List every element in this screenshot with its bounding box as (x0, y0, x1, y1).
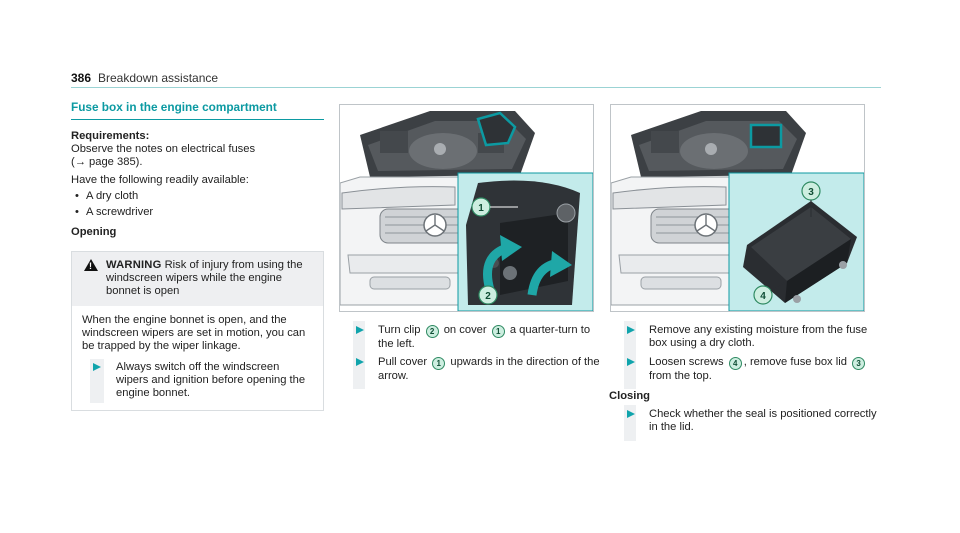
figure-callout: 2 (485, 291, 491, 302)
step-text: on cover (443, 324, 487, 336)
warning-step: Always switch off the windscreen wipers … (82, 359, 313, 403)
step-check-seal: Check whether the seal is positioned cor… (624, 405, 877, 441)
step-arrow-icon (627, 358, 635, 366)
running-header: Breakdown assistance (98, 71, 219, 85)
step-remove-moisture: Remove any existing moisture from the fu… (624, 321, 877, 357)
step-text: Pull cover (378, 356, 428, 368)
warning-body: When the engine bonnet is open, and the … (72, 306, 323, 410)
step-text: upwards in the direction of the arrow. (378, 356, 600, 382)
warning-text: When the engine bonnet is open, and the … (82, 314, 306, 352)
step-pull-cover: Pull cover 1 upwards in the direction of… (353, 353, 606, 389)
step-text: a quarter-turn to the left. (378, 324, 591, 350)
step-arrow-icon (356, 358, 364, 366)
figure-fuse-box-lid: 3 4 (610, 104, 865, 312)
step-loosen-screws: Loosen screws 4, remove fuse box lid 3 f… (624, 353, 877, 389)
callout-badge: 1 (491, 325, 505, 338)
warning-step-text: Always switch off the windscreen wipers … (116, 361, 306, 399)
header-divider (71, 87, 881, 88)
warning-triangle-icon: ! (84, 259, 98, 271)
warning-box: ! WARNING Risk of injury from using the … (71, 251, 324, 411)
step-text: Turn clip (378, 324, 421, 336)
step-text: Check whether the seal is positioned cor… (649, 408, 877, 433)
closing-heading: Closing (609, 390, 651, 402)
callout-badge: 3 (852, 357, 866, 370)
step-text: from the top. (649, 370, 712, 382)
requirements-page-ref[interactable]: (→ page 385). (71, 156, 143, 168)
section-title: Fuse box in the engine compartment (71, 100, 324, 120)
step-arrow-icon (627, 326, 635, 334)
step-arrow-icon (356, 326, 364, 334)
warning-title: Risk of injury from using the windscreen… (106, 259, 303, 297)
requirements-line1: Observe the notes on electrical fuses (71, 143, 256, 155)
figure-callout: 1 (478, 203, 484, 214)
warning-word: WARNING (106, 259, 162, 271)
left-column: Fuse box in the engine compartment Requi… (71, 100, 324, 411)
step-arrow-icon (93, 363, 101, 371)
step-turn-clip: Turn clip 2 on cover 1 a quarter-turn to… (353, 321, 606, 357)
engine-bay-illustration-2: 3 4 (610, 105, 865, 312)
opening-heading: Opening (71, 226, 117, 238)
page-number: 386 (71, 71, 92, 85)
callout-badge: 4 (728, 357, 742, 370)
warning-header: ! WARNING Risk of injury from using the … (72, 252, 323, 306)
figure-callout: 4 (760, 291, 766, 302)
step-text: Loosen screws (649, 356, 724, 368)
have-available-text: Have the following readily available: (71, 174, 249, 186)
callout-badge: 2 (425, 325, 439, 338)
figure-clip-cover: 1 2 (339, 104, 594, 312)
callout-badge: 1 (432, 357, 446, 370)
list-item: A screwdriver (71, 206, 324, 219)
step-text: Remove any existing moisture from the fu… (649, 324, 868, 349)
step-arrow-icon (627, 410, 635, 418)
figure-callout: 3 (808, 187, 814, 198)
requirements-heading: Requirements: (71, 130, 150, 142)
list-item: A dry cloth (71, 190, 324, 203)
step-text: , remove fuse box lid (743, 356, 847, 368)
engine-bay-illustration-1: 1 2 (339, 105, 594, 312)
